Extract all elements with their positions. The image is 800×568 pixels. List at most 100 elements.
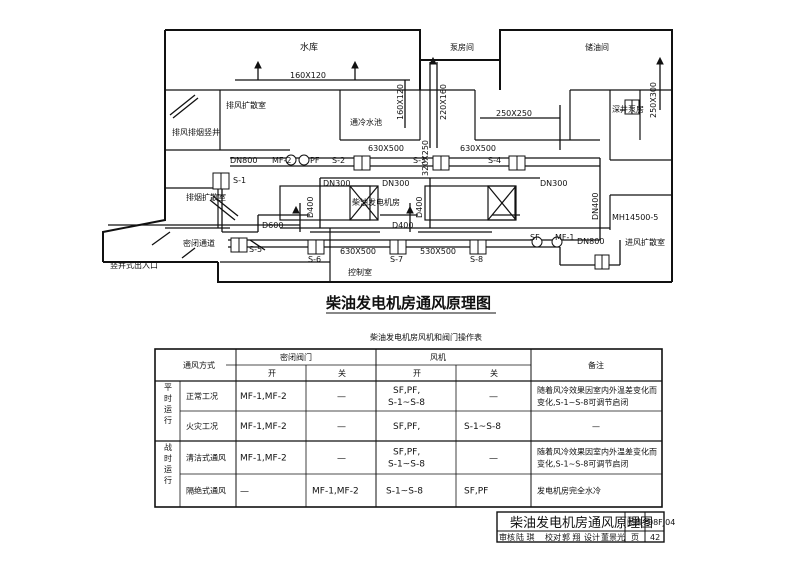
titleblock-review: 审核 bbox=[499, 532, 515, 542]
dim-dn300-a: DN300 bbox=[323, 179, 350, 188]
titleblock-check-name: 郭 翔 bbox=[562, 532, 581, 542]
cell-fan-close: — bbox=[489, 392, 498, 402]
room-smoke-chamber: 排烟扩散室 bbox=[186, 192, 226, 202]
cell-note: — bbox=[592, 422, 600, 431]
dim-630x500-b: 630X500 bbox=[460, 144, 496, 153]
dim-dn800-b: DN800 bbox=[577, 237, 604, 246]
dim-dn800-a: DN800 bbox=[230, 156, 257, 165]
gen-sets bbox=[279, 185, 517, 221]
cell-valve-close: — bbox=[337, 454, 346, 464]
cell-valve-open: MF-1,MF-2 bbox=[240, 454, 287, 464]
dim-dn300-b: DN300 bbox=[382, 179, 409, 188]
dim-d400-b: D400 bbox=[415, 197, 424, 218]
building-walls bbox=[102, 29, 673, 283]
tag-s3: S-3 bbox=[413, 156, 426, 165]
operation-table-text: 通风方式 密闭阀门 风机 备注 开 关 开 关 平时运行 战时运行 bbox=[164, 352, 604, 485]
cell-fan-open: SF,PF, bbox=[393, 422, 420, 432]
th-fan-close: 关 bbox=[490, 368, 498, 378]
cell-note: 随着风冷效果因室内外温差变化而 bbox=[537, 385, 657, 395]
cell-fan-open: SF,PF, bbox=[393, 386, 420, 396]
duct-dimension-labels: 160X120 160X120 220X160 250X250 250X300 … bbox=[230, 71, 658, 256]
titleblock-page: 42 bbox=[650, 533, 660, 542]
titleblock-title: 柴油发电机房通风原理图 bbox=[510, 515, 653, 531]
interior-walls bbox=[108, 89, 672, 282]
th-fan-open: 开 bbox=[413, 369, 421, 378]
th-valve-open: 开 bbox=[268, 369, 276, 378]
cell-valve-open: MF-1,MF-2 bbox=[240, 422, 287, 432]
cell-note: 发电机房完全水冷 bbox=[537, 486, 601, 496]
room-shaft-exit: 竖井式出入口 bbox=[110, 260, 158, 270]
th-valve: 密闭阀门 bbox=[280, 352, 312, 362]
tag-mf2: MF-2 bbox=[272, 156, 291, 165]
th-valve-close: 关 bbox=[338, 368, 346, 378]
flow-arrows bbox=[254, 56, 664, 214]
titleblock-figno-label: 图集号 bbox=[627, 517, 651, 527]
tag-s7: S-7 bbox=[390, 255, 403, 264]
dim-mh: MH14500-5 bbox=[612, 213, 658, 222]
room-water-tank: 水库 bbox=[300, 41, 318, 53]
th-mode: 通风方式 bbox=[183, 360, 215, 370]
room-labels: 水库 泵房间 储油间 排风扩散室 通冷水池 排风排烟竖井 排烟扩散室 柴油发电机… bbox=[110, 41, 665, 277]
dim-d400: D400 bbox=[392, 221, 413, 230]
tag-pf: PF bbox=[310, 156, 320, 165]
tag-s4: S-4 bbox=[488, 156, 501, 165]
cell-note-2: 变化,S-1~S-8可调节启闭 bbox=[537, 459, 628, 469]
dim-d400-a: D400 bbox=[306, 197, 315, 218]
dim-530x500: 530X500 bbox=[420, 247, 456, 256]
tag-s8: S-8 bbox=[470, 255, 483, 264]
table-rows: 正常工况 MF-1,MF-2 — SF,PF, S-1~S-8 — 随着风冷效果因室内外温差… bbox=[186, 385, 657, 497]
room-exhaust-shaft: 排风排烟竖井 bbox=[172, 127, 220, 137]
th-note: 备注 bbox=[588, 360, 604, 370]
title-block-grid bbox=[496, 511, 665, 543]
room-intake: 进风扩散室 bbox=[625, 237, 665, 247]
dim-630x500-c: 630X500 bbox=[340, 247, 376, 256]
table-title: 柴油发电机房风机和阀门操作表 bbox=[370, 332, 482, 342]
tag-sf: SF bbox=[530, 233, 540, 242]
cell-fan-close: S-1~S-8 bbox=[464, 422, 501, 432]
group-war: 战时运行 bbox=[164, 442, 172, 485]
cell-mode: 火灾工况 bbox=[186, 421, 218, 431]
room-fan: 深井泵房 bbox=[612, 104, 644, 114]
titleblock-check: 校对 bbox=[545, 532, 561, 542]
dim-160x120-v: 160X120 bbox=[396, 84, 405, 120]
cell-valve-open: — bbox=[240, 487, 249, 497]
cell-fan-open: S-1~S-8 bbox=[386, 487, 423, 497]
room-cooling: 通冷水池 bbox=[350, 117, 382, 127]
cell-fan-open: SF,PF, bbox=[393, 448, 420, 458]
tag-s2: S-2 bbox=[332, 156, 345, 165]
cell-fan-close: — bbox=[489, 454, 498, 464]
dim-dn300-c: DN300 bbox=[540, 179, 567, 188]
cell-fan-open-2: S-1~S-8 bbox=[388, 398, 425, 408]
dim-220x160: 220X160 bbox=[439, 84, 448, 120]
dim-320x250: 320X250 bbox=[421, 140, 430, 176]
tag-mf1: MF-1 bbox=[555, 233, 574, 242]
cell-valve-close: MF-1,MF-2 bbox=[312, 487, 359, 497]
room-oil: 储油间 bbox=[585, 42, 609, 52]
cell-mode: 清洁式通风 bbox=[186, 453, 226, 463]
cell-mode: 正常工况 bbox=[186, 392, 218, 401]
th-fan: 风机 bbox=[430, 352, 446, 362]
dim-160x120: 160X120 bbox=[290, 71, 326, 80]
cell-valve-open: MF-1,MF-2 bbox=[240, 392, 287, 402]
cell-fan-open-2: S-1~S-8 bbox=[388, 460, 425, 470]
titleblock-page-label: 页 bbox=[631, 533, 639, 542]
tag-s1: S-1 bbox=[233, 176, 246, 185]
cell-valve-close: — bbox=[337, 422, 346, 432]
room-exhaust-chamber: 排风扩散室 bbox=[226, 100, 266, 110]
diagram-title: 柴油发电机房通风原理图 bbox=[325, 294, 491, 312]
dim-250x250: 250X250 bbox=[496, 109, 532, 118]
titleblock-review-name: 陆 琪 bbox=[516, 532, 535, 542]
cell-valve-close: — bbox=[337, 392, 346, 402]
room-airlock: 密闭通道 bbox=[183, 238, 215, 248]
room-gen: 柴油发电机房 bbox=[352, 197, 400, 207]
dim-630x500-a: 630X500 bbox=[368, 144, 404, 153]
cell-fan-close: SF,PF bbox=[464, 487, 488, 497]
operation-table-grid bbox=[154, 348, 663, 508]
tag-s6: S-6 bbox=[308, 255, 321, 264]
cell-note-2: 变化,S-1~S-8可调节启闭 bbox=[537, 397, 628, 407]
fans-and-valves bbox=[212, 99, 640, 270]
dim-250x300: 250X300 bbox=[649, 82, 658, 118]
cell-note: 随着风冷效果因室内外温差变化而 bbox=[537, 447, 657, 457]
